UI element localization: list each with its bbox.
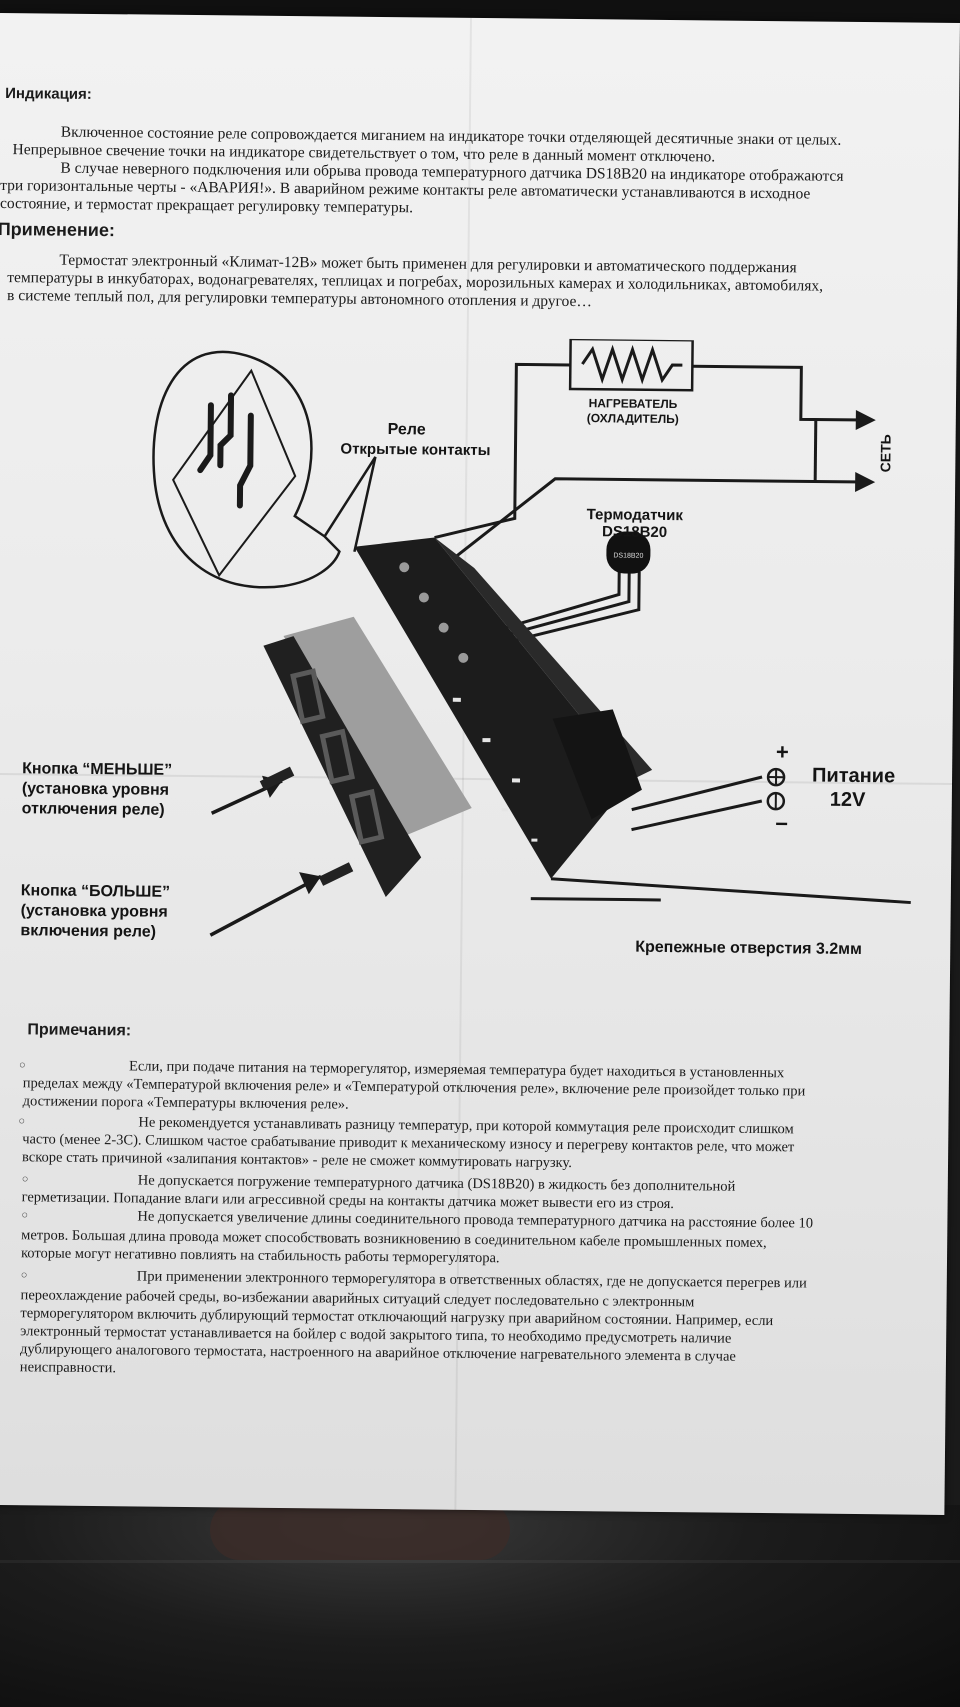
board-components bbox=[452, 697, 538, 842]
note-bullet-2: ○ bbox=[18, 1115, 26, 1128]
minus-label: − bbox=[775, 811, 788, 836]
note-bullet-3: ○ bbox=[21, 1173, 29, 1186]
button-more-label: Кнопка “БОЛЬШЕ” bbox=[21, 882, 170, 901]
power-label: Питание bbox=[812, 765, 895, 788]
thermostat-device bbox=[263, 537, 653, 898]
power-voltage-label: 12V bbox=[830, 789, 866, 811]
mount-holes-label: Крепежные отверстия 3.2мм bbox=[635, 939, 862, 958]
relay-label: Реле bbox=[388, 421, 426, 438]
heater-label: НАГРЕВАТЕЛЬ bbox=[589, 396, 678, 411]
sensor-probe: DS18B20 bbox=[606, 531, 651, 574]
note-bullet-4: ○ bbox=[21, 1209, 29, 1222]
button-more-desc-2: включения реле) bbox=[20, 922, 156, 940]
button-more-desc-1: (установка уровня bbox=[21, 902, 168, 921]
seat-stitch bbox=[0, 1560, 960, 1563]
relay-open-contacts-label: Открытые контакты bbox=[340, 441, 490, 460]
seven-segment-display bbox=[290, 668, 385, 845]
instruction-sheet: Индикация: Включенное состояние реле соп… bbox=[0, 12, 960, 1515]
mains-label: СЕТЬ bbox=[877, 434, 893, 472]
sensor-chip-label: DS18B20 bbox=[613, 552, 643, 559]
photo-fingers bbox=[210, 1500, 510, 1560]
power-terminals bbox=[766, 767, 786, 811]
button-less-desc-1: (установка уровня bbox=[22, 780, 169, 799]
relay-terminal-screws bbox=[399, 562, 469, 663]
sensor-model-label: DS18B20 bbox=[602, 523, 667, 541]
button-less-label: Кнопка “МЕНЬШЕ” bbox=[22, 760, 172, 779]
plus-label: + bbox=[776, 739, 789, 764]
note-5-line-6: неисправности. bbox=[19, 1359, 117, 1377]
note-4-line-3: которые могут негативно повлиять на стаб… bbox=[20, 1245, 500, 1267]
wiring-diagram: DS18B20 bbox=[20, 337, 911, 958]
button-less-desc-2: отключения реле) bbox=[22, 800, 165, 818]
button-arrows bbox=[209, 766, 354, 937]
indication-heading: Индикация: bbox=[5, 85, 92, 103]
wires bbox=[434, 362, 911, 905]
cooler-label: (ОХЛАДИТЕЛЬ) bbox=[587, 411, 679, 426]
note-1-line-3: достижении порога «Температуры включения… bbox=[22, 1093, 349, 1113]
indication-line-5: состояние, и термостат прекращает регули… bbox=[0, 194, 414, 217]
relay-callout bbox=[152, 350, 377, 589]
mains-arrow-bottom bbox=[855, 471, 876, 492]
mains-arrow-top bbox=[855, 409, 876, 430]
application-heading: Применение: bbox=[0, 218, 116, 241]
notes-heading: Примечания: bbox=[27, 1021, 132, 1040]
sensor-label: Термодатчик bbox=[587, 506, 684, 524]
note-bullet-5: ○ bbox=[20, 1269, 28, 1282]
note-bullet-1: ○ bbox=[18, 1059, 26, 1072]
heater-resistor bbox=[568, 337, 694, 392]
